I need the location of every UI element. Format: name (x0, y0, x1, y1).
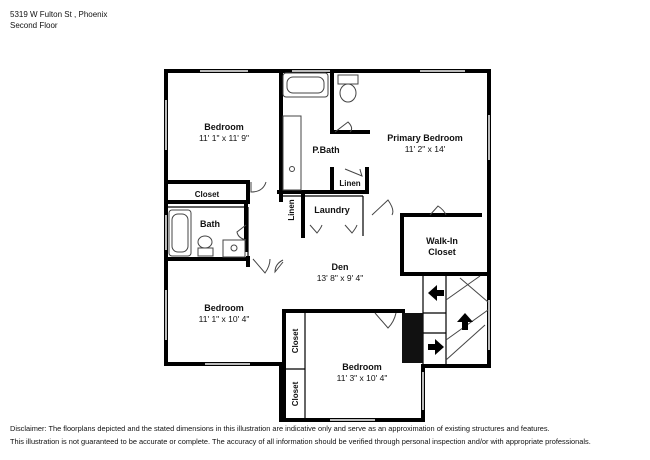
bedroom-s-dims: 11' 3" x 10' 4" (337, 373, 388, 383)
door-arc (374, 312, 397, 329)
laundry-name: Laundry (314, 205, 350, 215)
vanity-icon (282, 115, 302, 191)
primary-bedroom-name: Primary Bedroom (387, 133, 463, 143)
bedroom-nw-name: Bedroom (204, 122, 244, 132)
arrow-left-icon (428, 285, 444, 301)
bedroom-nw-dims: 11' 1" x 11' 9" (199, 133, 249, 143)
toilet-icon (197, 235, 213, 249)
walkin-closet-line1: Walk-In (426, 236, 458, 246)
door-arc (250, 181, 267, 193)
door-arc (371, 199, 394, 216)
arrow-up-icon (457, 313, 473, 330)
door-arc (309, 224, 323, 234)
address-text: 5319 W Fulton St , Phoenix (10, 10, 108, 19)
closet-1-name: Closet (195, 190, 220, 199)
closet-2-name: Closet (291, 328, 300, 353)
door-arc (274, 259, 284, 274)
linen-2-name: Linen (287, 199, 296, 220)
door-arc (344, 168, 363, 177)
bedroom-s-name: Bedroom (342, 362, 382, 372)
floor-label: Second Floor (10, 21, 58, 30)
door-arc (429, 205, 447, 216)
windows (165, 70, 490, 421)
den-dims: 13' 8" x 9' 4" (317, 273, 364, 283)
bath-name: Bath (200, 219, 220, 229)
stair-rail (402, 313, 423, 363)
toilet-icon (337, 74, 359, 85)
linen-1-name: Linen (339, 179, 360, 188)
arrow-right-icon (428, 339, 444, 355)
bedroom-sw-dims: 11' 1" x 10' 4" (199, 314, 250, 324)
bedroom-sw-name: Bedroom (204, 303, 244, 313)
doors (236, 121, 447, 329)
primary-bedroom-dims: 11' 2" x 14' (405, 144, 446, 154)
primary-bath-fixtures (282, 72, 359, 191)
door-arc (334, 121, 353, 133)
pbath-name: P.Bath (312, 145, 339, 155)
den-name: Den (331, 262, 348, 272)
disclaimer-line-2: This illustration is not guaranteed to b… (10, 437, 591, 446)
disclaimer-line-1: Disclaimer: The floorplans depicted and … (10, 424, 550, 433)
door-arc (252, 258, 271, 274)
stair-arrows (428, 285, 473, 355)
door-arc (344, 224, 358, 234)
thin-lines (166, 195, 447, 418)
hall-bath-fixtures (168, 209, 246, 258)
closet-3-name: Closet (291, 381, 300, 406)
walkin-closet-line2: Closet (428, 247, 456, 257)
